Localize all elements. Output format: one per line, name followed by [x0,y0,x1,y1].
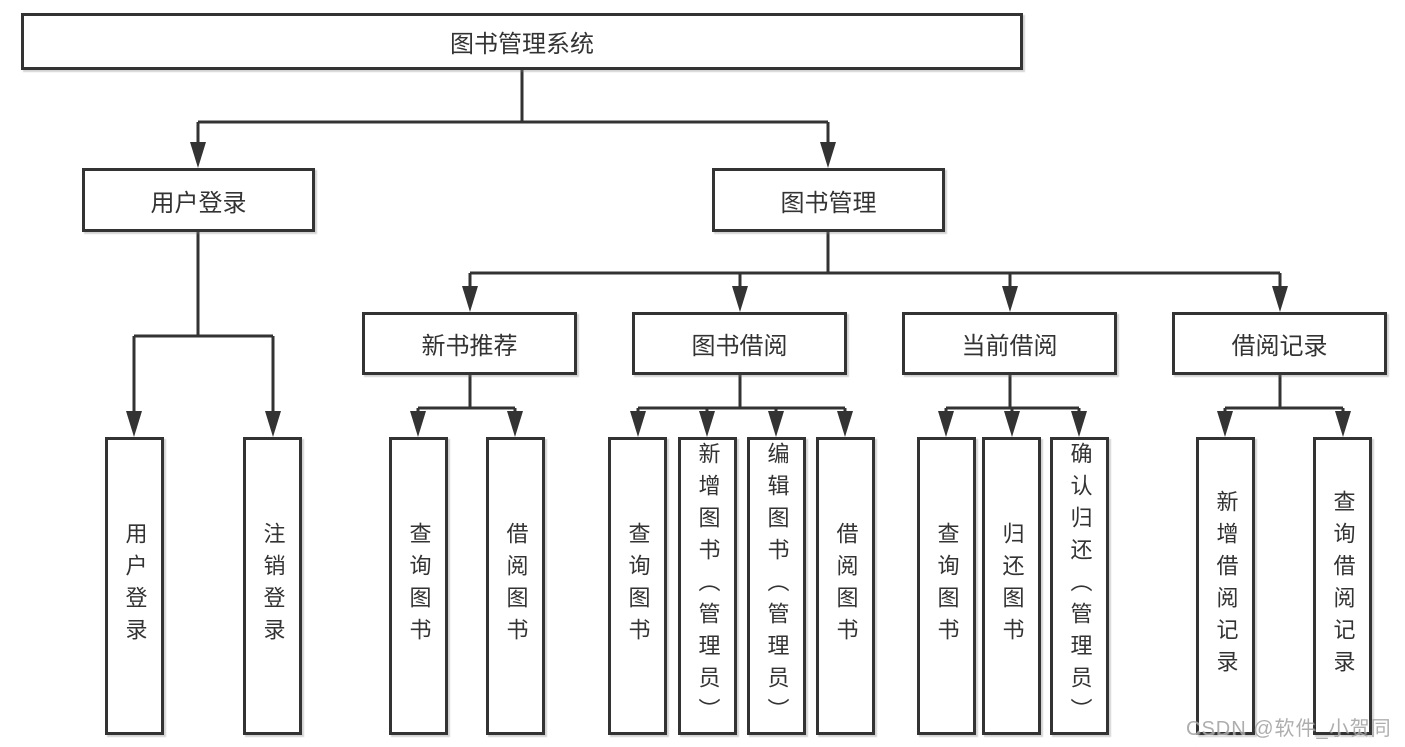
node-label: 借阅图书 [503,522,529,650]
node-book-borrow: 图书借阅 [632,312,847,375]
leaf-query-borrow-record: 查询借阅记录 [1313,437,1372,735]
node-label: 确认归还（管理员） [1067,442,1093,730]
node-label: 借阅记录 [1231,333,1328,360]
node-label: 新增借阅记录 [1213,490,1239,682]
node-new-book-recommend: 新书推荐 [362,312,577,375]
connector-book-management [468,232,1282,294]
arrowheads [126,142,1351,437]
leaf-add-borrow-record: 新增借阅记录 [1196,437,1255,735]
node-label: 查询图书 [406,522,432,650]
leaf-query-books-borrow: 查询图书 [608,437,667,735]
node-label: 归还图书 [999,522,1025,650]
csdn-watermark: CSDN @软件_小贺同学 [1186,718,1392,740]
connector-root [196,70,830,150]
leaf-borrow-books-recommend: 借阅图书 [486,437,545,735]
node-label: 查询借阅记录 [1330,490,1356,682]
leaf-add-books-admin: 新增图书（管理员） [678,437,737,735]
leaf-confirm-return-admin: 确认归还（管理员） [1050,437,1109,735]
node-library-system: 图书管理系统 [21,13,1023,70]
node-label: 借阅图书 [833,522,859,650]
node-label: 用户登录 [150,189,247,217]
node-label: 图书管理系统 [450,31,594,58]
leaf-logout: 注销登录 [243,437,302,735]
node-label: 新增图书（管理员） [695,442,721,730]
leaf-query-books-current: 查询图书 [917,437,976,735]
leaf-query-books-recommend: 查询图书 [389,437,448,735]
node-user-login-group: 用户登录 [82,168,315,232]
leaf-edit-books-admin: 编辑图书（管理员） [747,437,806,735]
node-label: 图书管理 [780,189,877,217]
node-label: 当前借阅 [961,333,1058,360]
node-label: 注销登录 [260,522,286,650]
node-label: 查询图书 [625,522,651,650]
node-current-borrow: 当前借阅 [902,312,1117,375]
node-label: 编辑图书（管理员） [764,442,790,730]
node-borrow-records: 借阅记录 [1172,312,1387,375]
node-book-management: 图书管理 [712,168,945,232]
node-label: 查询图书 [934,522,960,650]
leaf-user-login: 用户登录 [105,437,164,735]
node-label: 新书推荐 [421,333,518,360]
node-label: 图书借阅 [691,333,788,360]
connector-book-borrow [636,375,847,418]
leaf-return-books: 归还图书 [982,437,1041,735]
node-label: 用户登录 [122,522,148,650]
connector-user-login [132,232,275,418]
connector-borrow-records [1223,375,1345,418]
leaf-borrow-books: 借阅图书 [816,437,875,735]
connector-new-book-recommend [416,375,517,418]
